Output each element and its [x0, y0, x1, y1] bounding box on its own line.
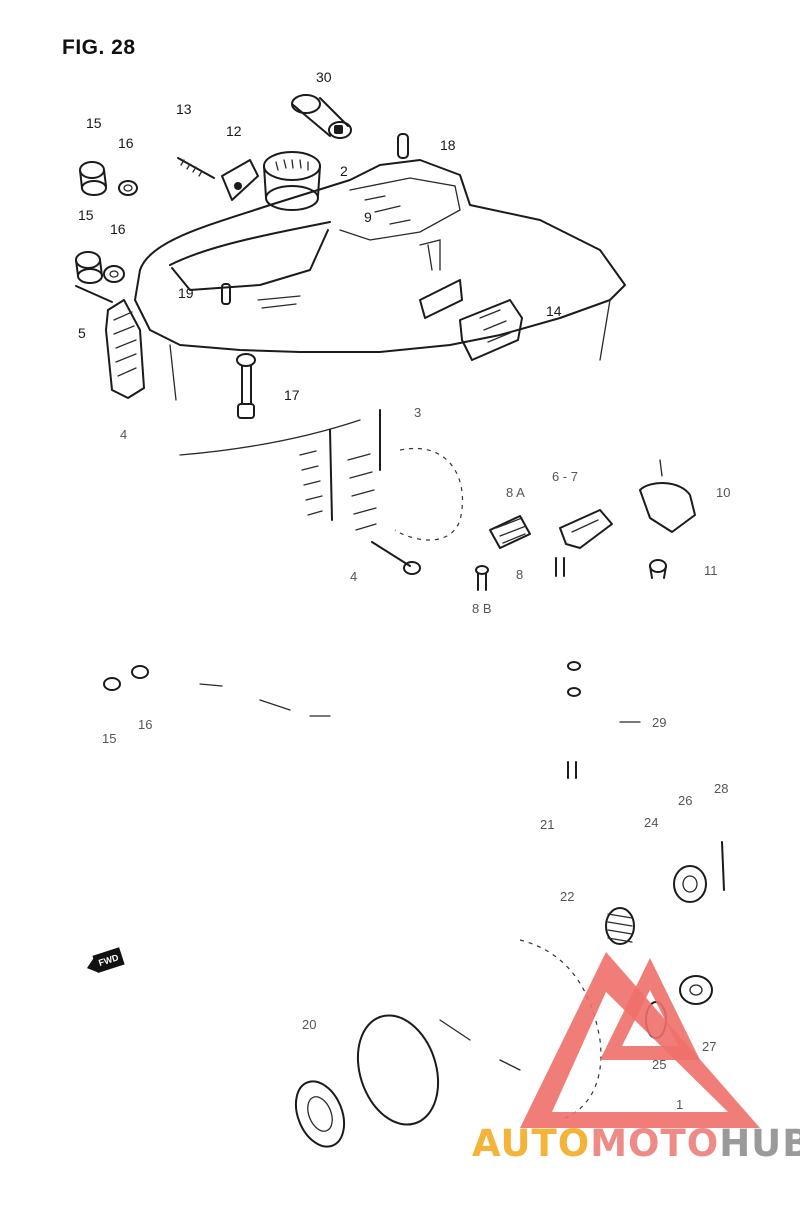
label-part-1: 1: [676, 1097, 684, 1112]
part-5-bracket: [75, 285, 145, 399]
upper-housing: [134, 159, 626, 456]
label-part-28: 28: [714, 781, 729, 796]
part-13-screw: [177, 157, 215, 179]
part-14-plate: [419, 279, 523, 361]
watermark-logo: [520, 952, 760, 1128]
part-8-stud: [555, 557, 565, 577]
label-part-14: 14: [546, 303, 562, 319]
lower-gear-housing: [439, 939, 602, 1121]
part-15-cap-upper: [79, 161, 107, 196]
label-part-24: 24: [644, 815, 659, 830]
label-part-11: 11: [704, 563, 718, 578]
part-27-nut: [679, 975, 713, 1005]
part-8A-grille: [489, 515, 531, 549]
part-22-gear: [605, 907, 635, 945]
label-part-8: 8: [516, 567, 524, 582]
label-part-22: 22: [560, 889, 575, 904]
part-19-pin: [221, 283, 231, 305]
part-28-pin: [721, 841, 725, 891]
label-part-21: 21: [540, 817, 555, 832]
part-11-nut: [649, 559, 667, 579]
label-part-5: 5: [78, 325, 86, 341]
label-part-8B: 8 B: [472, 601, 492, 616]
part-4-screw: [371, 541, 421, 575]
label-part-29: 29: [652, 715, 667, 730]
label-part-9: 9: [364, 209, 372, 225]
brand-part-moto: MOTO: [590, 1122, 720, 1165]
label-part-18: 18: [440, 137, 456, 153]
label-part-10: 10: [716, 485, 731, 500]
part-8B-bolt: [475, 565, 489, 591]
part-12-clamp: [221, 159, 259, 201]
label-part-27: 27: [702, 1039, 717, 1054]
label-part-17: 17: [284, 387, 300, 403]
label-part-16-lower: 16: [138, 717, 153, 732]
part-17-bolt: [236, 353, 256, 419]
part-3-spring-assembly: [299, 409, 464, 541]
watermark-brand: AUTOMOTOHUB: [472, 1122, 800, 1165]
part-16-washer-middle: [103, 265, 125, 283]
fwd-label: FWD: [92, 947, 125, 974]
label-part-8A: 8 A: [506, 485, 525, 500]
label-part-13: 13: [176, 101, 192, 117]
label-part-25: 25: [652, 1057, 667, 1072]
part-20-seal: [294, 1014, 440, 1148]
label-part-15-middle: 15: [78, 207, 94, 223]
part-2-bushing: [263, 151, 321, 211]
label-part-12: 12: [226, 123, 242, 139]
label-part-2: 2: [340, 163, 348, 179]
label-part-15-lower: 15: [102, 731, 117, 746]
part-16-washer-upper: [118, 180, 138, 196]
label-part-15-upper: 15: [86, 115, 102, 131]
label-part-4-lower: 4: [350, 569, 358, 584]
part-18-pin: [397, 133, 409, 159]
label-part-16-upper: 16: [118, 135, 134, 151]
label-part-30: 30: [316, 69, 332, 85]
label-part-3: 3: [414, 405, 422, 420]
figure-title: FIG. 28: [62, 36, 136, 59]
label-part-19: 19: [178, 285, 194, 301]
label-part-6-7: 6 - 7: [552, 469, 579, 484]
part-26-bearing: [673, 865, 707, 903]
part-29-pin: [567, 661, 641, 779]
part-10-cover: [639, 459, 696, 533]
label-part-20: 20: [302, 1017, 317, 1032]
brand-part-hub: HUB: [719, 1122, 800, 1165]
part-15-16-lower: [103, 665, 331, 717]
label-part-4-upper: 4: [120, 427, 128, 442]
part-15-cap-middle: [75, 251, 103, 284]
brand-part-auto: AUTO: [472, 1122, 591, 1165]
part-30-plug: [291, 94, 352, 139]
part-6-7-bracket: [559, 509, 613, 549]
label-part-16-middle: 16: [110, 221, 126, 237]
label-part-26: 26: [678, 793, 693, 808]
